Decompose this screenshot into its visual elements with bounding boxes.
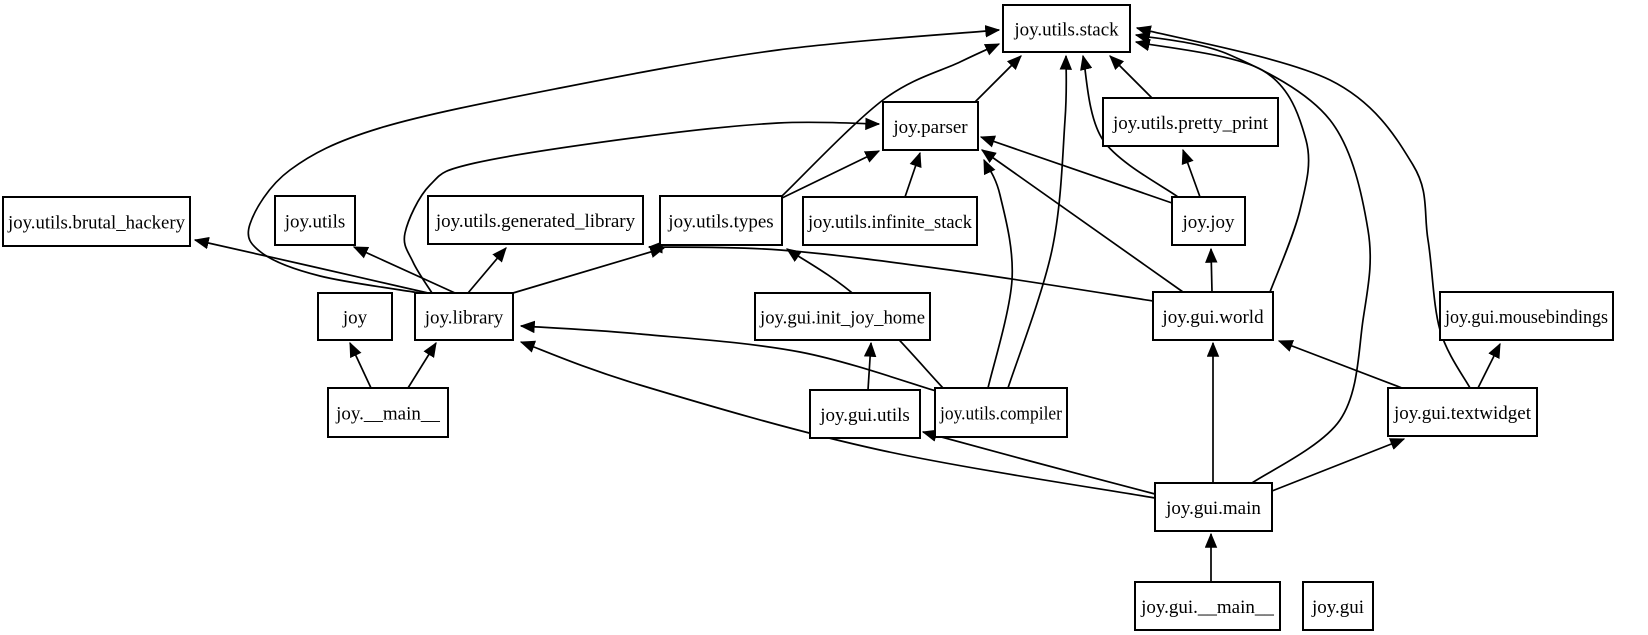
edge-joy-joy-to-joy-utils-pretty-print	[1181, 148, 1201, 198]
edge-joy-gui-textwidget-to-joy-gui-mousebindings	[1477, 342, 1501, 389]
edge-joy-utils-compiler-to-joy-library	[519, 320, 937, 392]
node-box-joy-utils-types	[659, 195, 783, 246]
node-box-joy-gui-main	[1154, 482, 1273, 532]
edge-joy-main-to-joy-library	[407, 341, 437, 389]
node-label-joy-utils-compiler: joy.utils.compiler	[939, 404, 1063, 425]
node-box-joy-main	[327, 387, 449, 438]
node-label-joy-gui-mousebindings: joy.gui.mousebindings	[1444, 307, 1608, 328]
node-box-joy-utils-stack	[1002, 4, 1131, 53]
node-label-joy-utils-infinite-stack: joy.utils.infinite_stack	[807, 212, 972, 233]
node-joy: joy	[317, 292, 393, 341]
node-box-joy-gui-mousebindings	[1439, 291, 1614, 341]
node-box-joy-gui-world	[1152, 291, 1274, 341]
node-box-joy-parser	[882, 101, 979, 151]
node-label-joy-gui: joy.gui	[1311, 597, 1364, 618]
node-joy-utils-generated-library: joy.utils.generated_library	[427, 195, 644, 245]
node-label-joy-main: joy.__main__	[335, 404, 440, 425]
node-label-joy-gui-main: joy.gui.__main__	[1140, 597, 1274, 618]
node-joy-joy: joy.joy	[1171, 196, 1246, 246]
node-joy-parser: joy.parser	[882, 101, 979, 151]
node-joy-gui-utils: joy.gui.utils	[809, 389, 921, 439]
node-label-joy-gui-init-joy-home: joy.gui.init_joy_home	[759, 308, 925, 329]
node-box-joy-gui-textwidget	[1387, 387, 1538, 437]
node-joy-utils-pretty-print: joy.utils.pretty_print	[1102, 97, 1279, 147]
node-joy-gui-init-joy-home: joy.gui.init_joy_home	[754, 292, 931, 341]
node-joy-utils-compiler: joy.utils.compiler	[934, 387, 1068, 438]
node-joy-gui-main: joy.gui.__main__	[1134, 581, 1281, 631]
node-box-joy-utils-compiler	[934, 387, 1068, 438]
node-box-joy-utils	[274, 195, 356, 246]
node-box-joy-library	[414, 292, 514, 341]
edge-joy-gui-utils-to-joy-gui-init-joy-home	[863, 341, 877, 391]
edge-joy-library-to-joy-utils	[352, 246, 456, 294]
edge-joy-library-to-joy-utils-types	[512, 245, 666, 294]
nodes-layer: joy.utils.stack joy.parser joy.utils.prett…	[2, 4, 1614, 631]
node-label-joy-utils-brutal-hackery: joy.utils.brutal_hackery	[7, 213, 185, 234]
node-label-joy-gui-utils: joy.gui.utils	[819, 405, 910, 426]
edge-joy-utils-types-to-joy-parser	[781, 150, 881, 199]
edge-joy-library-to-joy-utils-generated-library	[467, 247, 507, 294]
node-box-joy-gui-main	[1134, 581, 1281, 631]
node-label-joy-utils-generated-library: joy.utils.generated_library	[435, 211, 636, 232]
node-box-joy-utils-generated-library	[427, 195, 644, 245]
edge-joy-joy-to-joy-parser	[979, 135, 1173, 204]
edge-joy-gui-world-to-joy-utils-generated-library	[647, 241, 1154, 302]
edge-joy-library-to-joy-utils-stack	[247, 25, 1001, 294]
node-box-joy-utils-pretty-print	[1102, 97, 1279, 147]
edge-joy-gui-main-to-joy-gui-utils	[921, 429, 1156, 495]
node-label-joy-gui-textwidget: joy.gui.textwidget	[1393, 403, 1532, 424]
node-joy-gui-textwidget: joy.gui.textwidget	[1387, 387, 1538, 437]
node-joy-library: joy.library	[414, 292, 514, 341]
edge-joy-utils-infinite-stack-to-joy-parser	[904, 151, 922, 198]
node-box-joy-gui-utils	[809, 389, 921, 439]
edge-joy-library-to-joy-parser	[403, 117, 881, 294]
node-joy-gui-main: joy.gui.main	[1154, 482, 1273, 532]
node-box-joy-joy	[1171, 196, 1246, 246]
node-label-joy-utils-types: joy.utils.types	[667, 212, 773, 233]
edge-joy-gui-main-to-joy-gui-textwidget	[1271, 438, 1406, 492]
node-label-joy-utils-stack: joy.utils.stack	[1013, 20, 1119, 41]
node-label-joy-gui-world: joy.gui.world	[1161, 307, 1264, 328]
node-box-joy-gui	[1302, 581, 1374, 631]
edge-joy-main-to-joy	[349, 341, 372, 389]
node-joy-utils: joy.utils	[274, 195, 356, 246]
node-joy-gui-mousebindings: joy.gui.mousebindings	[1439, 291, 1614, 341]
node-label-joy-utils: joy.utils	[284, 212, 346, 233]
edge-joy-utils-compiler-to-joy-parser	[983, 158, 1014, 389]
node-joy-gui: joy.gui	[1302, 581, 1374, 631]
edge-joy-gui-main-to-joy-library	[519, 340, 1156, 499]
node-box-joy-utils-infinite-stack	[802, 196, 978, 246]
node-joy-utils-stack: joy.utils.stack	[1002, 4, 1131, 53]
edge-joy-gui-main-to-joy-utils-stack	[1134, 31, 1372, 484]
edge-joy-utils-pretty-print-to-joy-utils-stack	[1109, 55, 1153, 99]
node-joy-utils-types: joy.utils.types	[659, 195, 783, 246]
node-joy-utils-infinite-stack: joy.utils.infinite_stack	[802, 196, 978, 246]
node-joy-utils-brutal-hackery: joy.utils.brutal_hackery	[2, 196, 191, 247]
node-label-joy-library: joy.library	[424, 308, 504, 329]
node-label-joy-joy: joy.joy	[1181, 212, 1235, 233]
node-label-joy-parser: joy.parser	[892, 117, 968, 138]
edge-joy-gui-world-to-joy-utils-stack	[1134, 38, 1310, 293]
edge-joy-gui-textwidget-to-joy-gui-world	[1277, 340, 1403, 389]
edge-joy-gui-world-to-joy-joy	[1205, 247, 1218, 293]
node-joy-gui-world: joy.gui.world	[1152, 291, 1274, 341]
node-box-joy-gui-init-joy-home	[754, 292, 931, 341]
node-label-joy-utils-pretty-print: joy.utils.pretty_print	[1112, 113, 1269, 134]
node-label-joy: joy	[342, 308, 368, 329]
node-box-joy-utils-brutal-hackery	[2, 196, 191, 247]
edge-joy-utils-types-to-joy-utils-stack	[781, 43, 1001, 197]
node-label-joy-gui-main: joy.gui.main	[1165, 498, 1261, 519]
edge-joy-gui-world-to-joy-parser	[980, 149, 1184, 293]
node-box-joy	[317, 292, 393, 341]
node-joy-main: joy.__main__	[327, 387, 449, 438]
edge-joy-utils-compiler-to-joy-utils-stack	[1007, 54, 1073, 389]
edge-joy-parser-to-joy-utils-stack	[974, 55, 1022, 103]
edge-joy-library-to-joy-utils-brutal-hackery	[193, 236, 429, 294]
